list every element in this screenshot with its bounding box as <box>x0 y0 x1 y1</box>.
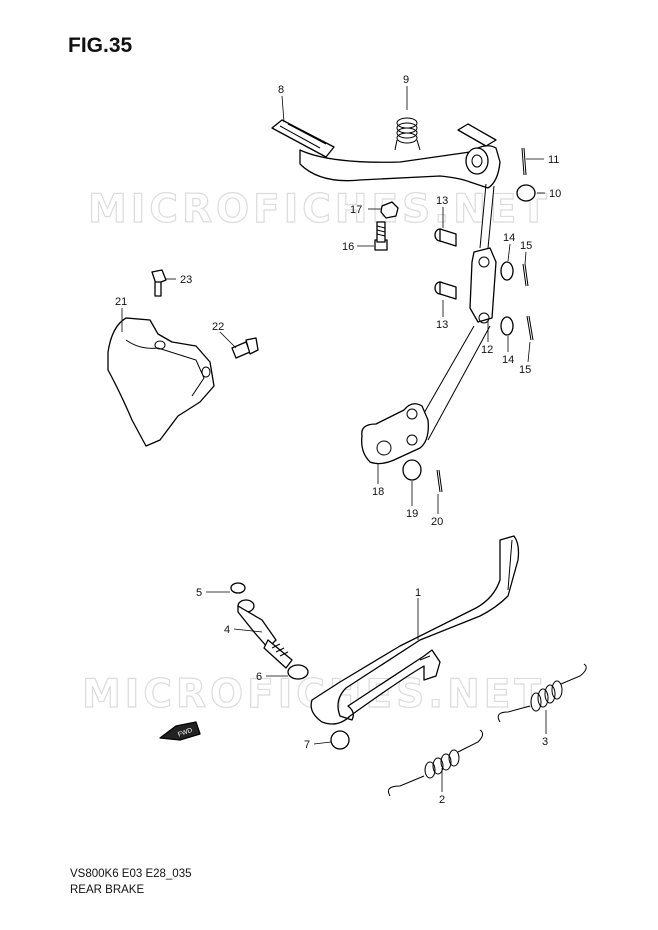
brake-lever-1-part <box>310 535 520 725</box>
brake-rod-link-part <box>419 183 497 441</box>
callout-6: 6 <box>256 671 262 683</box>
pin-13-upper-part <box>434 228 457 247</box>
callout-12: 12 <box>481 344 493 356</box>
callout-23: 23 <box>180 274 192 286</box>
callout-7: 7 <box>304 739 310 751</box>
callout-9: 9 <box>403 74 409 86</box>
callout-2: 2 <box>439 794 445 806</box>
callout-20: 20 <box>431 516 443 528</box>
leader-lines <box>121 86 547 792</box>
cotter-pin-15-upper-part <box>522 263 529 287</box>
callout-13-lower: 13 <box>436 319 448 331</box>
callout-15-lower: 15 <box>519 364 531 376</box>
washer-14-lower-part <box>500 316 514 336</box>
washer-6-part <box>287 664 309 680</box>
pedal-return-spring-part <box>394 117 421 151</box>
callout-21: 21 <box>115 296 127 308</box>
callout-8: 8 <box>278 84 284 96</box>
spring-2-part <box>387 729 484 797</box>
figure-name: REAR BRAKE <box>70 884 145 896</box>
callout-11: 11 <box>548 154 559 166</box>
cover-bracket-21-part <box>107 317 215 447</box>
spring-3-part <box>497 663 587 723</box>
callout-14-upper: 14 <box>503 232 515 244</box>
pivot-shaft-4-part <box>237 599 293 669</box>
forward-arrow-label: FWD <box>177 727 194 739</box>
callout-18: 18 <box>372 486 384 498</box>
bolt-16-part <box>374 221 388 251</box>
callout-1: 1 <box>415 587 421 599</box>
figure-title: FIG.35 <box>68 34 133 57</box>
callout-16: 16 <box>342 241 354 253</box>
callout-15-upper: 15 <box>520 240 532 252</box>
nut-17-part <box>380 201 399 219</box>
bolt-23-part <box>151 269 167 297</box>
cotter-pin-11-part <box>521 147 527 176</box>
washer-14-upper-part <box>500 261 514 281</box>
pin-13-lower-part <box>434 281 457 300</box>
forward-direction-arrow: FWD <box>159 721 201 741</box>
callout-17: 17 <box>350 204 362 216</box>
washer-19-part <box>402 459 422 481</box>
callout-22: 22 <box>212 321 224 333</box>
callout-3: 3 <box>542 736 548 748</box>
callout-4: 4 <box>224 624 230 636</box>
watermark-upper: MICROFICHES.NET <box>88 187 551 232</box>
cap-5-part <box>230 582 246 594</box>
figure-code: VS800K6 E03 E28_035 <box>70 868 192 880</box>
callout-10: 10 <box>549 188 561 200</box>
callout-labels: 8 9 10 11 17 16 13 13 14 14 15 15 12 18 … <box>115 74 561 806</box>
nut-7-part <box>330 730 350 750</box>
pedal-cap-part <box>516 184 536 202</box>
callout-19: 19 <box>406 508 418 520</box>
callout-14-lower: 14 <box>502 354 514 366</box>
callout-13-upper: 13 <box>436 195 448 207</box>
callout-5: 5 <box>196 587 202 599</box>
cotter-pin-20-part <box>436 469 443 493</box>
brake-pedal-part <box>271 119 501 189</box>
bolt-22-part <box>231 337 259 359</box>
brake-arm-18-part <box>361 403 429 465</box>
cotter-pin-15-lower-part <box>526 315 534 341</box>
